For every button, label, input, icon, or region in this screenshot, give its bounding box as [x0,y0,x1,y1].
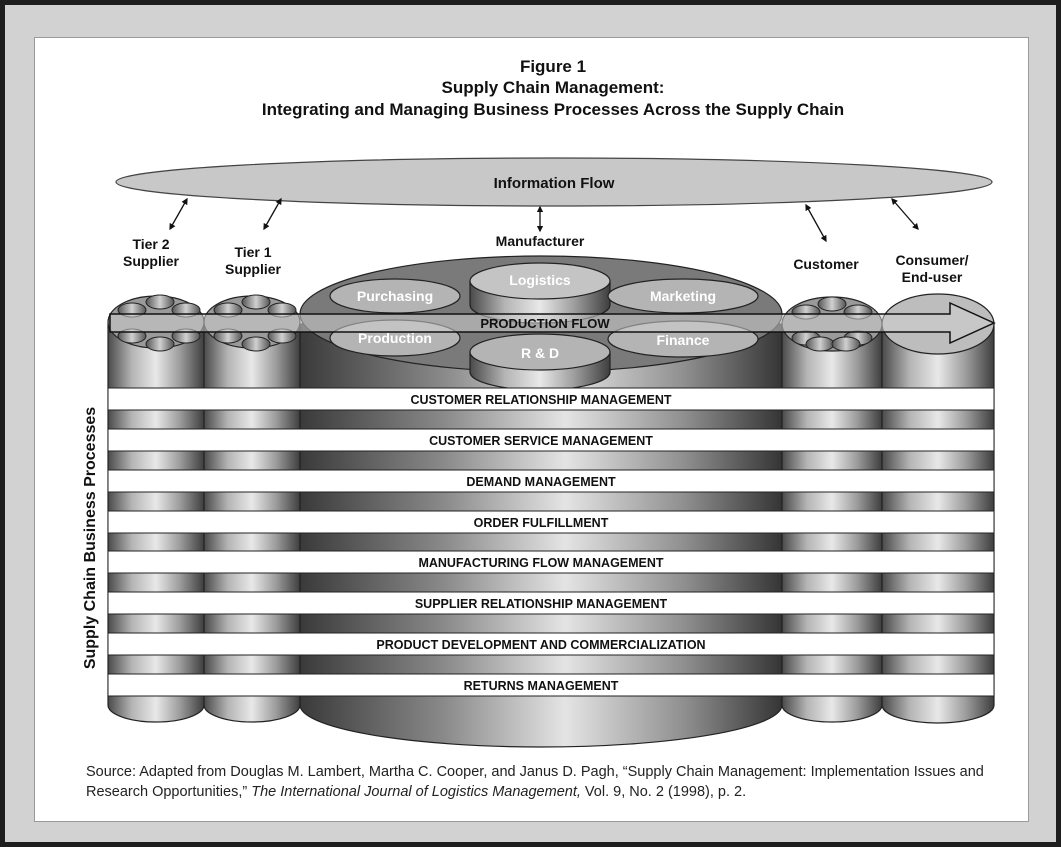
process-label: CUSTOMER SERVICE MANAGEMENT [429,434,653,448]
customer-subunit [817,296,847,312]
figure-title: Supply Chain Management: [442,78,665,97]
tier1-subunit [241,294,271,310]
source-citation: Source: Adapted from Douglas M. Lambert,… [86,762,1046,802]
process-band [107,387,995,411]
business-processes-axis-label: Supply Chain Business Processes [82,407,99,669]
arrow-tier1 [263,197,282,231]
process-band [107,428,995,452]
marketing-label: Marketing [650,288,716,304]
figure-subtitle: Integrating and Managing Business Proces… [262,100,844,119]
information-flow-ellipse [115,157,993,207]
process-band [107,550,995,574]
marketing-cylinder [607,278,759,314]
manufacturer-label: Manufacturer [496,233,585,249]
information-flow-label: Information Flow [494,175,615,192]
process-band [107,591,995,615]
process-label: SUPPLIER RELATIONSHIP MANAGEMENT [415,597,668,611]
process-labels: CUSTOMER RELATIONSHIP MANAGEMENT CUSTOME… [376,393,705,693]
consumer-label-2: End-user [902,269,963,285]
logistics-label: Logistics [509,272,571,288]
purchasing-label: Purchasing [357,288,433,304]
tier1-subunit [241,336,271,352]
production-flow-label: PRODUCTION FLOW [480,316,610,331]
rd-label: R & D [521,345,559,361]
process-label: DEMAND MANAGEMENT [466,475,616,489]
journal-title: The International Journal of Logistics M… [251,784,581,800]
finance-label: Finance [657,332,710,348]
tier1-label-1: Tier 1 [234,244,271,260]
purchasing-cylinder [329,278,461,314]
process-band [107,510,995,534]
arrow-tier2 [169,197,188,231]
customer-subunit [805,336,835,352]
production-label: Production [358,330,432,346]
process-label: RETURNS MANAGEMENT [464,679,619,693]
process-band [107,632,995,656]
process-band [107,469,995,493]
rd-cylinder [469,333,611,371]
source-details: Vol. 9, No. 2 (1998), p. 2. [580,784,747,800]
customer-label: Customer [793,256,859,272]
tier1-label-2: Supplier [225,261,282,277]
process-bands [107,387,995,697]
process-band [107,673,995,697]
arrow-customer [805,203,827,243]
source-text: Source: Adapted from Douglas M. Lambert,… [86,764,984,800]
customer-subunit [831,336,861,352]
figure-number: Figure 1 [520,57,586,76]
tier2-label-2: Supplier [123,253,180,269]
information-arrows [169,197,919,243]
process-label: CUSTOMER RELATIONSHIP MANAGEMENT [410,393,671,407]
arrow-consumer [891,198,919,230]
tier2-label-1: Tier 2 [132,236,169,252]
logistics-cylinder [469,262,611,300]
consumer-label-1: Consumer/ [895,252,968,268]
production-flow-arrow [109,301,996,345]
process-label: ORDER FULFILLMENT [474,516,609,530]
tier2-subunit [145,294,175,310]
tier2-subunit [145,336,175,352]
process-label: PRODUCT DEVELOPMENT AND COMMERCIALIZATIO… [376,638,705,652]
process-label: MANUFACTURING FLOW MANAGEMENT [418,556,663,570]
